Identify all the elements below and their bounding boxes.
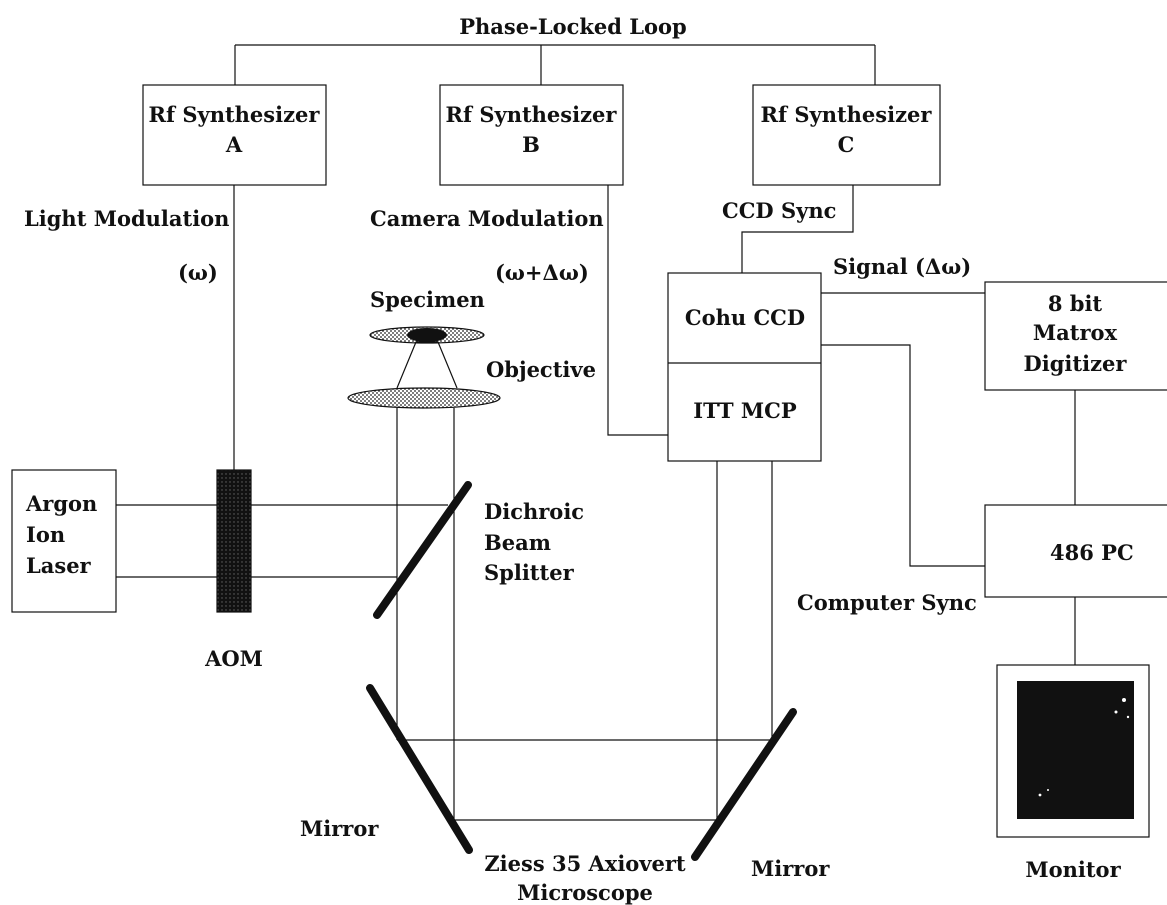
- mirror-right: [691, 708, 797, 861]
- synth-c-title: Rf Synthesizer: [761, 102, 933, 127]
- laser-line-2: Ion: [26, 522, 65, 547]
- pll-bus: [234, 44, 876, 85]
- computer-sync-label: Computer Sync: [797, 590, 977, 615]
- monitor-screen: [1017, 681, 1134, 819]
- ccd-sync-line: [741, 185, 854, 273]
- aom-block: [216, 469, 252, 613]
- omega-label: (ω): [178, 260, 218, 285]
- argon-ion-laser: Argon Ion Laser: [11, 469, 117, 613]
- synth-c-letter: C: [838, 132, 855, 157]
- ccd-sync-label: CCD Sync: [722, 198, 836, 223]
- monitor: [996, 664, 1150, 838]
- pll-label: Phase-Locked Loop: [459, 14, 687, 39]
- pc-box: 486 PC: [984, 504, 1167, 598]
- camera-assembly: Cohu CCD ITT MCP: [667, 272, 822, 462]
- rf-synthesizer-c: Rf Synthesizer C: [752, 84, 941, 186]
- light-modulation-label: Light Modulation: [24, 206, 229, 231]
- camera-modulation-line: [607, 185, 668, 436]
- itt-mcp-label: ITT MCP: [693, 398, 797, 423]
- aom-label: AOM: [204, 646, 263, 671]
- dichroic-line-2: Beam: [484, 530, 551, 555]
- objective-cone: [396, 341, 458, 389]
- computer-sync-line: [821, 344, 985, 567]
- dichroic-mirror: [373, 481, 472, 619]
- microscope-line-1: Ziess 35 Axiovert: [484, 851, 686, 876]
- laser-line-1: Argon: [25, 491, 97, 516]
- omega-delta-label: (ω+Δω): [495, 260, 589, 285]
- objective-lens: [347, 387, 501, 409]
- microscope-line-2: Microscope: [517, 880, 653, 905]
- pc-label: 486 PC: [1050, 540, 1134, 565]
- specimen-sample: [407, 328, 447, 342]
- digitizer-line-1: 8 bit: [1048, 291, 1103, 316]
- specimen-label: Specimen: [370, 287, 485, 312]
- mirror-left-label: Mirror: [300, 816, 379, 841]
- synth-b-letter: B: [522, 132, 540, 157]
- dichroic-line-3: Splitter: [484, 560, 575, 585]
- synth-b-title: Rf Synthesizer: [446, 102, 618, 127]
- mirror-right-label: Mirror: [751, 856, 830, 881]
- digitizer-line-3: Digitizer: [1024, 351, 1128, 376]
- signal-label: Signal (Δω): [833, 254, 971, 279]
- synth-a-letter: A: [225, 132, 243, 157]
- digitizer-line-2: Matrox: [1033, 320, 1118, 345]
- monitor-label: Monitor: [1025, 857, 1121, 882]
- dichroic-line-1: Dichroic: [484, 499, 584, 524]
- rf-synthesizer-b: Rf Synthesizer B: [439, 84, 624, 186]
- laser-line-3: Laser: [26, 553, 92, 578]
- objective-label: Objective: [486, 357, 596, 382]
- rf-synthesizer-a: Rf Synthesizer A: [142, 84, 327, 186]
- camera-modulation-label: Camera Modulation: [370, 206, 604, 231]
- mirror-left: [366, 684, 473, 854]
- matrox-digitizer: 8 bit Matrox Digitizer: [984, 281, 1167, 391]
- synth-a-title: Rf Synthesizer: [149, 102, 321, 127]
- cohu-ccd-label: Cohu CCD: [685, 305, 805, 330]
- microscope-beam-path: [396, 408, 773, 821]
